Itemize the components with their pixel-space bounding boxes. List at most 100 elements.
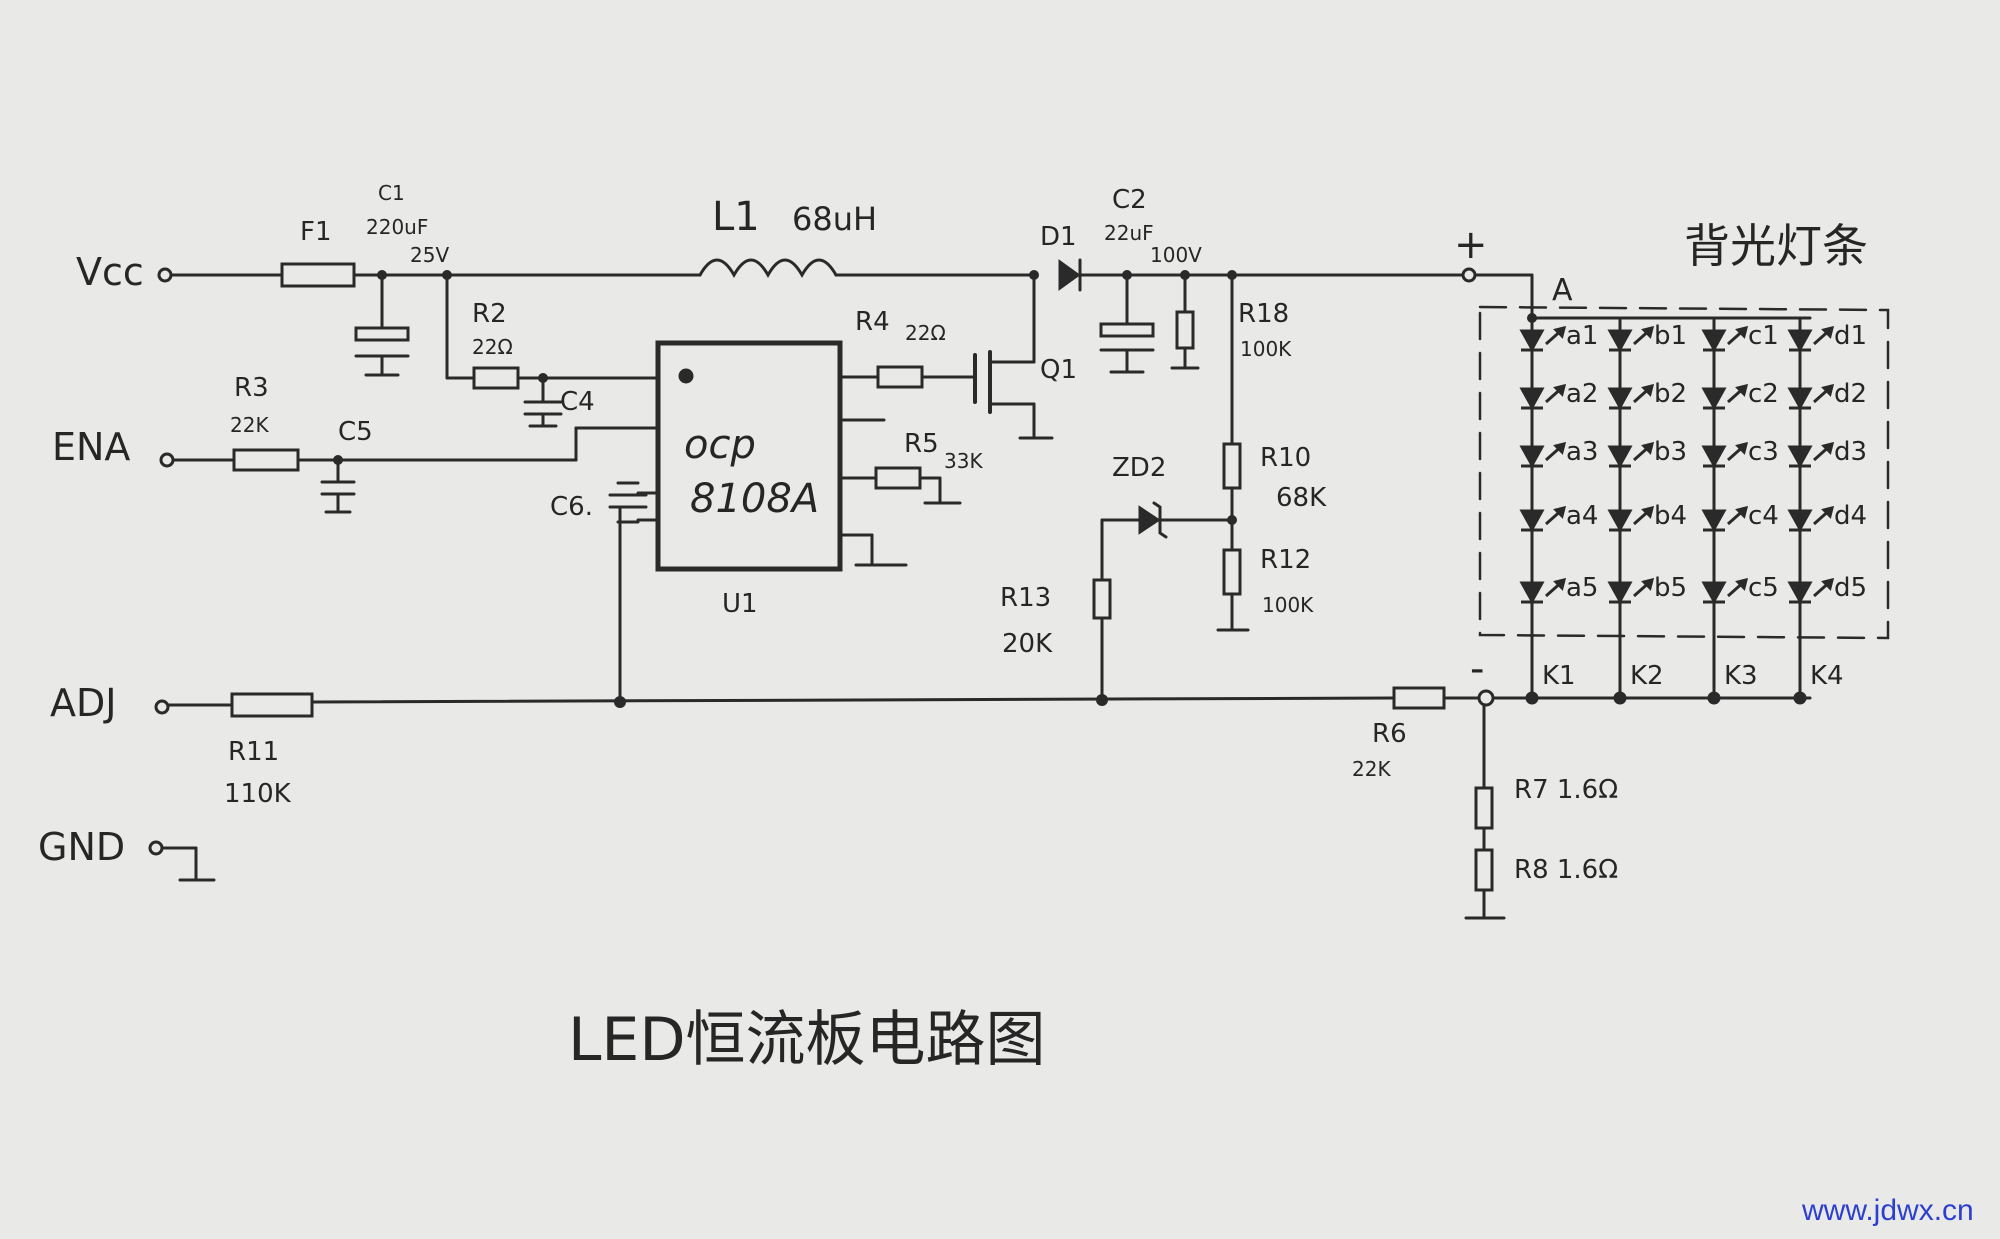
cathode-label-k4: K4: [1810, 661, 1844, 691]
resistor-r3: [232, 448, 300, 472]
label-r13-value: 20K: [1002, 629, 1053, 659]
led-d4: [1787, 505, 1835, 533]
terminal-adj-label: ADJ: [50, 681, 116, 725]
led-b2: [1607, 383, 1655, 411]
label-c4: C4: [560, 387, 595, 417]
label-r2-value: 22Ω: [472, 335, 513, 359]
label-d1: D1: [1040, 222, 1077, 252]
led-b4: [1607, 505, 1655, 533]
label-c2-value: 22uF: [1104, 221, 1154, 245]
terminal-gnd-label: GND: [38, 825, 125, 869]
terminal-ena-label: ENA: [52, 425, 130, 469]
resistor-r6: [1392, 686, 1446, 710]
ena-terminal: [159, 452, 175, 468]
label-zd2: ZD2: [1112, 453, 1166, 483]
led-d3: [1787, 441, 1835, 469]
led-label-b2: b2: [1654, 379, 1687, 409]
minus-terminal: [1477, 689, 1495, 707]
label-r10-value: 68K: [1276, 483, 1327, 513]
led-label-b3: b3: [1654, 437, 1687, 467]
label-r18-value: 100K: [1240, 337, 1292, 361]
label-c5: C5: [338, 417, 373, 447]
adj-terminal: [154, 699, 170, 715]
led-label-b4: b4: [1654, 501, 1687, 531]
vcc-terminal: [157, 267, 173, 283]
ic-u1: [655, 340, 843, 572]
label-r4-value: 22Ω: [905, 321, 946, 345]
label-r11-value: 110K: [224, 779, 292, 809]
junction-dot: [1707, 691, 1721, 705]
label-u1: U1: [722, 589, 758, 619]
inductor-l1: [698, 258, 838, 279]
resistor-r4: [876, 365, 924, 389]
resistor-r13: [1092, 578, 1112, 620]
resistor-r5: [874, 466, 922, 490]
resistor-r12: [1222, 548, 1242, 596]
gnd-terminal: [148, 840, 164, 856]
label-r10: R10: [1260, 443, 1311, 473]
label-r12: R12: [1260, 545, 1311, 575]
led-d2: [1787, 383, 1835, 411]
label-r12-value: 100K: [1262, 593, 1314, 617]
led-label-c3: c3: [1748, 437, 1779, 467]
led-label-c5: c5: [1748, 573, 1779, 603]
ic-part-line1: ocp: [684, 422, 756, 468]
label-c2: C2: [1112, 185, 1147, 215]
resistor-r2: [472, 366, 520, 390]
label-r3-value: 22K: [230, 413, 269, 437]
junction-dots: [333, 270, 1537, 708]
resistor-r10: [1222, 442, 1242, 490]
label-r7: R7 1.6Ω: [1514, 775, 1618, 805]
label-plus: +: [1454, 222, 1488, 268]
led-label-d4: d4: [1834, 501, 1867, 531]
label-minus: -: [1470, 646, 1484, 692]
ic-part-line2: 8108A: [690, 476, 819, 522]
led-b3: [1607, 441, 1655, 469]
led-a5: [1519, 577, 1567, 605]
led-label-b5: b5: [1654, 573, 1687, 603]
diode-d1: [1058, 259, 1081, 291]
diagram-title: LED恒流板电路图: [568, 1005, 1046, 1075]
led-c5: [1701, 577, 1749, 605]
led-b1: [1607, 325, 1655, 353]
led-a2: [1519, 383, 1567, 411]
label-r8: R8 1.6Ω: [1514, 855, 1618, 885]
cathode-label-k3: K3: [1724, 661, 1758, 691]
junction-dot: [1793, 691, 1807, 705]
led-label-c2: c2: [1748, 379, 1779, 409]
label-r18: R18: [1238, 299, 1289, 329]
label-c2-voltage: 100V: [1150, 243, 1202, 267]
label-r6: R6: [1372, 719, 1407, 749]
label-r5-value: 33K: [944, 449, 983, 473]
led-label-d1: d1: [1834, 321, 1867, 351]
led-label-c4: c4: [1748, 501, 1779, 531]
label-r13: R13: [1000, 583, 1051, 613]
led-c2: [1701, 383, 1749, 411]
label-r2: R2: [472, 299, 507, 329]
junction-dot: [1525, 691, 1539, 705]
led-a3: [1519, 441, 1567, 469]
label-r11: R11: [228, 737, 279, 767]
led-d5: [1787, 577, 1835, 605]
label-c6: C6.: [550, 492, 593, 522]
label-c1-value: 220uF: [366, 215, 428, 239]
led-label-d3: d3: [1834, 437, 1867, 467]
led-label-d5: d5: [1834, 573, 1867, 603]
watermark: www.jdwx.cn: [1801, 1194, 1974, 1227]
led-c4: [1701, 505, 1749, 533]
resistor-r7: [1474, 786, 1494, 830]
label-r6-value: 22K: [1352, 757, 1391, 781]
led-label-a5: a5: [1566, 573, 1598, 603]
led-a1: [1519, 325, 1567, 353]
led-label-a3: a3: [1566, 437, 1598, 467]
led-label-b1: b1: [1654, 321, 1687, 351]
led-a4: [1519, 505, 1567, 533]
label-l1-value: 68uH: [792, 200, 877, 238]
led-label-a4: a4: [1566, 501, 1598, 531]
led-label-a2: a2: [1566, 379, 1598, 409]
led-strip-label: 背光灯条: [1684, 219, 1868, 273]
label-r5: R5: [904, 429, 939, 459]
resistor-r8: [1474, 848, 1494, 892]
led-b5: [1607, 577, 1655, 605]
